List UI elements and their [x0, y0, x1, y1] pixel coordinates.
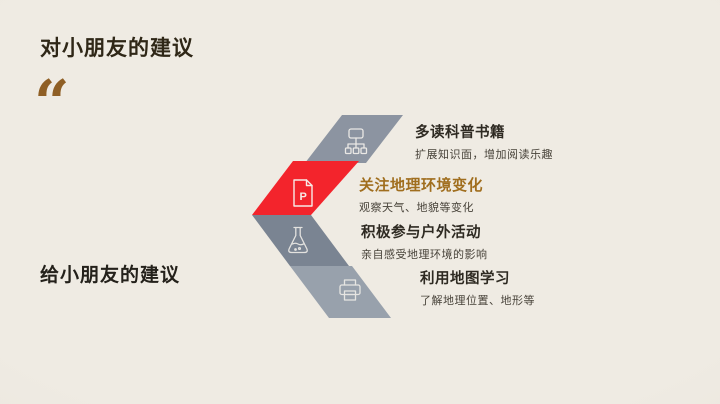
chevron-segment-3 — [252, 215, 349, 266]
item-title: 多读科普书籍 — [415, 125, 505, 141]
list-item: 利用地图学习 了解地理位置、地形等 — [420, 267, 535, 308]
flask-icon — [288, 226, 308, 254]
item-subtitle: 了解地理位置、地形等 — [420, 295, 535, 307]
org-chart-icon — [344, 128, 368, 155]
page-title: 对小朋友的建议 — [40, 37, 194, 60]
map-printer-icon — [339, 279, 361, 301]
item-title: 积极参与户外活动 — [361, 225, 481, 241]
item-subtitle: 扩展知识面，增加阅读乐趣 — [415, 149, 553, 161]
left-caption: 给小朋友的建议 — [40, 265, 181, 286]
list-item: 积极参与户外活动 亲自感受地理环境的影响 — [361, 221, 488, 262]
chevron-segment-1 — [305, 115, 403, 163]
list-item-highlighted: 关注地理环境变化 观察天气、地貌等变化 — [359, 174, 483, 215]
chevron-diagram: P — [252, 115, 403, 318]
item-title: 关注地理环境变化 — [359, 177, 484, 194]
svg-text:P: P — [300, 191, 307, 203]
document-p-icon: P — [293, 179, 313, 207]
chevron-segment-2-highlight — [252, 161, 359, 215]
quote-icon: “ — [34, 66, 70, 139]
item-title: 利用地图学习 — [420, 271, 510, 287]
list-item: 多读科普书籍 扩展知识面，增加阅读乐趣 — [415, 121, 553, 162]
item-subtitle: 观察天气、地貌等变化 — [359, 202, 474, 214]
item-subtitle: 亲自感受地理环境的影响 — [361, 249, 488, 261]
